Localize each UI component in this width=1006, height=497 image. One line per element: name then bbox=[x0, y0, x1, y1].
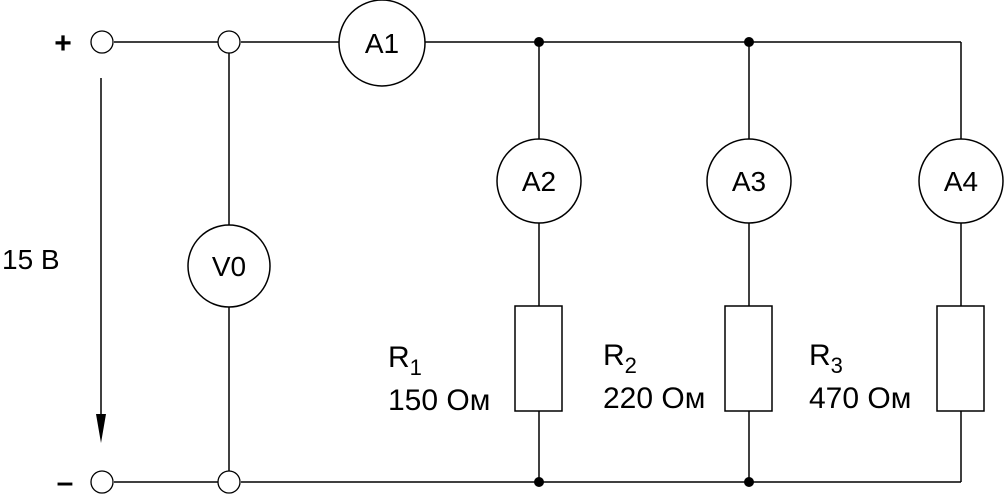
ammeter-a4-circle bbox=[918, 138, 1004, 224]
terminals bbox=[90, 30, 241, 494]
resistor-r2-label: R2 220 Ом bbox=[603, 339, 705, 415]
resistor-r1-value: 150 Ом bbox=[388, 384, 490, 417]
ammeter-a2-label: A2 bbox=[522, 166, 556, 197]
resistor-r3-index: 3 bbox=[831, 353, 843, 378]
voltage-arrow-head bbox=[96, 414, 106, 443]
wires bbox=[96, 41, 962, 483]
ammeter-a1-label: A1 bbox=[365, 28, 399, 59]
plus-sign: + bbox=[54, 27, 72, 60]
voltmeter-v0-circle bbox=[187, 224, 271, 308]
resistor-r1 bbox=[514, 305, 563, 412]
junction-dot-bottom-branch1 bbox=[534, 477, 544, 487]
resistor-r3-name: R3 bbox=[809, 339, 843, 378]
voltmeter-v0: V0 bbox=[187, 224, 271, 308]
resistor-r1-letter: R bbox=[388, 341, 410, 374]
ammeter-a2: A2 bbox=[496, 138, 582, 224]
ammeter-a3-label: A3 bbox=[732, 166, 766, 197]
resistor-r2-index: 2 bbox=[625, 353, 637, 378]
resistor-bodies bbox=[514, 305, 985, 412]
resistor-r3-letter: R bbox=[809, 339, 831, 372]
resistor-r1-label: R1 150 Ом bbox=[388, 341, 490, 417]
voltmeter-node-top bbox=[217, 30, 241, 54]
junction-dot-top-branch1 bbox=[534, 37, 544, 47]
resistor-r1-name: R1 bbox=[388, 341, 422, 380]
junction-dot-bottom-branch2 bbox=[744, 477, 754, 487]
resistor-r3-label: R3 470 Ом bbox=[809, 339, 911, 415]
voltmeter-v0-label: V0 bbox=[212, 251, 246, 282]
ammeter-a4-label: A4 bbox=[944, 166, 978, 197]
ammeter-a4: A4 bbox=[918, 138, 1004, 224]
junctions bbox=[534, 37, 754, 487]
ammeter-a3: A3 bbox=[706, 138, 792, 224]
voltmeter-node-bottom bbox=[217, 470, 241, 494]
ammeter-a3-circle bbox=[706, 138, 792, 224]
resistor-r2-name: R2 bbox=[603, 339, 637, 378]
ammeter-a1: A1 bbox=[338, 0, 426, 87]
voltage-label: 15 В bbox=[2, 244, 60, 275]
negative-terminal bbox=[90, 470, 114, 494]
ammeter-a1-circle bbox=[338, 0, 426, 87]
ammeter-a2-circle bbox=[496, 138, 582, 224]
resistor-r3 bbox=[936, 305, 985, 412]
positive-terminal bbox=[90, 30, 114, 54]
resistor-r2 bbox=[724, 305, 773, 412]
junction-dot-top-branch2 bbox=[744, 37, 754, 47]
resistor-r2-letter: R bbox=[603, 339, 625, 372]
resistor-r2-value: 220 Ом bbox=[603, 382, 705, 415]
resistor-r3-value: 470 Ом bbox=[809, 382, 911, 415]
resistor-r1-index: 1 bbox=[410, 355, 422, 380]
minus-sign: – bbox=[57, 466, 74, 497]
